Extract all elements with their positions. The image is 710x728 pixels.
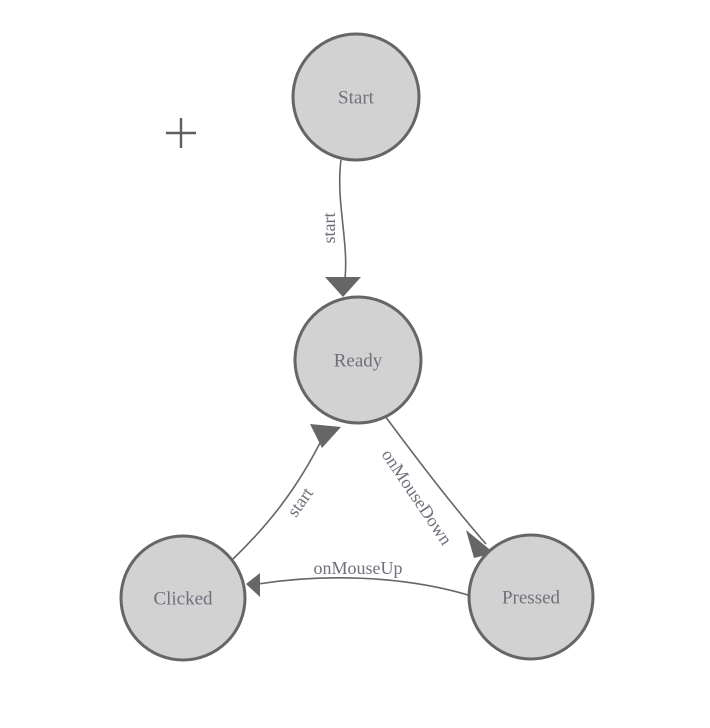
state-node-ready[interactable]: Ready <box>293 295 423 425</box>
edge-line <box>257 576 469 596</box>
edge-line <box>384 415 487 545</box>
state-node-label: Start <box>338 88 375 109</box>
edge-pressed-to-clicked[interactable]: onMouseUp <box>246 558 469 597</box>
edge-line <box>338 159 347 293</box>
state-node-pressed[interactable]: Pressed <box>467 533 595 661</box>
state-node-circle[interactable] <box>291 32 421 162</box>
state-node-circle[interactable] <box>293 295 423 425</box>
arrowhead-icon <box>310 424 341 448</box>
state-node-circle[interactable] <box>119 534 247 662</box>
state-node-label: Clicked <box>153 589 213 610</box>
edge-label: start <box>319 213 339 244</box>
edge-label: start <box>283 484 317 521</box>
arrowhead-icon <box>246 573 260 597</box>
edge-label: onMouseUp <box>314 558 403 578</box>
state-node-start[interactable]: Start <box>291 32 421 162</box>
edge-ready-to-pressed[interactable]: onMouseDown <box>378 415 494 558</box>
crosshair-plus-icon <box>166 118 196 148</box>
arrowhead-icon <box>325 277 361 297</box>
edge-start-to-ready[interactable]: start <box>319 159 361 297</box>
edge-clicked-to-ready[interactable]: start <box>232 424 341 560</box>
arrowhead-icon <box>466 530 494 558</box>
state-node-clicked[interactable]: Clicked <box>119 534 247 662</box>
state-node-label: Ready <box>334 351 383 372</box>
edge-label: onMouseDown <box>378 445 457 548</box>
state-node-label: Pressed <box>502 588 561 609</box>
edge-line <box>232 434 325 560</box>
state-node-circle[interactable] <box>467 533 595 661</box>
